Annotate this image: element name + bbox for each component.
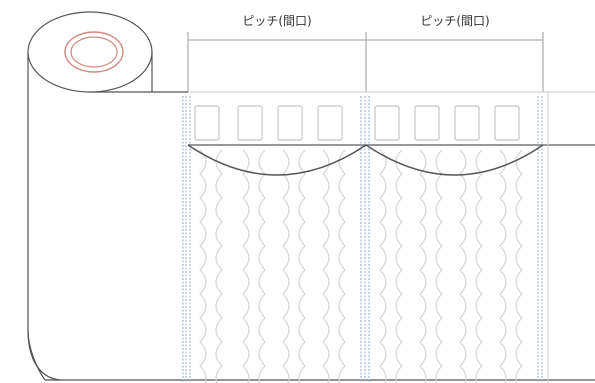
valve-square [194,105,220,141]
cell-wave [435,149,443,383]
valve-row [194,105,520,141]
roll-end-face [27,11,153,93]
cell-wave [282,149,290,383]
valve-square [494,105,520,141]
valve-square [414,105,440,141]
cell-wave [322,149,330,383]
cell-wave [199,149,207,383]
air-cell-pattern [199,149,523,383]
valve-square [454,105,480,141]
roll-body [27,52,188,381]
dimension-lines [187,32,544,92]
cell-wave [298,149,306,383]
opening-arc-left [187,144,367,176]
valve-square [374,105,400,141]
roll-core-outer [64,31,124,73]
pitch-label-left: ピッチ(間口) [242,14,311,28]
roll-core-inner [70,36,118,68]
valve-square [317,105,343,141]
valve-square [237,105,263,141]
cell-wave [419,149,427,383]
cell-wave [459,149,467,383]
cell-wave [242,149,250,383]
opening-arcs [187,144,544,176]
cell-wave [499,149,507,383]
cell-wave [379,149,387,383]
pitch-label-right: ピッチ(間口) [420,14,489,28]
film-roll-icon [27,11,188,381]
seal-lines [182,96,543,383]
cell-wave [215,149,223,383]
cell-wave [475,149,483,383]
valve-square [277,105,303,141]
cell-wave [395,149,403,383]
film-sheet [45,91,595,383]
cell-wave [338,149,346,383]
opening-arc-right [365,144,544,176]
cell-wave [515,149,523,383]
cell-wave [258,149,266,383]
